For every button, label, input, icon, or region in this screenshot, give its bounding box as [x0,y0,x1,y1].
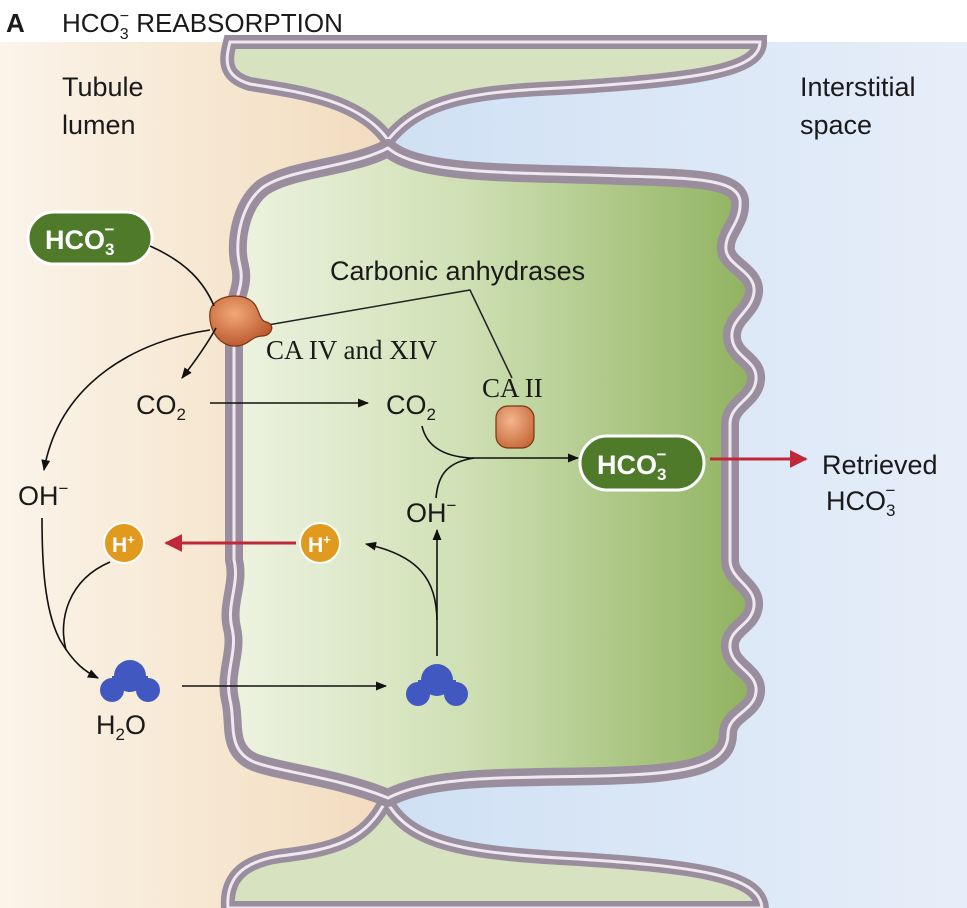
svg-text:H+: H+ [112,532,135,557]
luminal-hco3-pill: HCO3− [26,210,154,266]
svg-text:HCO3−: HCO3− [597,445,666,484]
cellular-proton: H+ [299,522,341,564]
water-to-proton-arrow [364,541,438,621]
lumen-label-line2: lumen [62,110,136,140]
membrane-carbonic-anhydrase-enzyme [209,295,273,347]
luminal-water-molecule [100,660,160,702]
figure-title: HCO3− REABSORPTION [62,8,343,43]
luminal-oh-label: OH− [18,479,69,511]
ca-iv-xiv-label: CA IV and XIV [266,335,438,365]
luminal-proton: H+ [103,522,145,564]
cellular-water-molecule [406,664,468,706]
enzyme-to-oh-arrow [41,329,211,472]
cellular-co2-label: CO2 [386,390,436,424]
cellular-oh-label: OH− [406,496,457,528]
upper-neighbor-membrane-inner [225,40,762,143]
enzyme-to-co2-arrow [181,327,217,379]
hco3-to-enzyme-arrow [149,245,215,307]
proton-to-water-arrow [62,561,111,651]
lower-neighbor-membrane-inner [226,796,764,908]
ca-ii-label: CA II [482,373,543,403]
retrieved-label-line2: HCO3− [826,481,895,520]
ca-ii-enzyme [495,405,535,449]
cell-membrane-inner-line [227,146,758,800]
water-label: H2O [96,710,146,744]
lumen-label-line1: Tubule [62,72,144,102]
retrieved-label-line1: Retrieved [822,450,938,480]
oh-join-arrow [435,457,475,499]
luminal-co2-label: CO2 [136,390,186,424]
oh-to-water-arrow [41,517,100,679]
enzyme-leader-lines [261,289,513,379]
interstitial-label-line1: Interstitial [800,72,916,102]
panel-letter: A [6,8,25,38]
svg-text:HCO3−: HCO3− [45,220,114,259]
cellular-hco3-pill: HCO3− [578,434,706,492]
interstitial-label-line2: space [800,110,872,140]
carbonic-anhydrases-label: Carbonic anhydrases [330,256,585,286]
svg-text:H+: H+ [308,532,331,557]
